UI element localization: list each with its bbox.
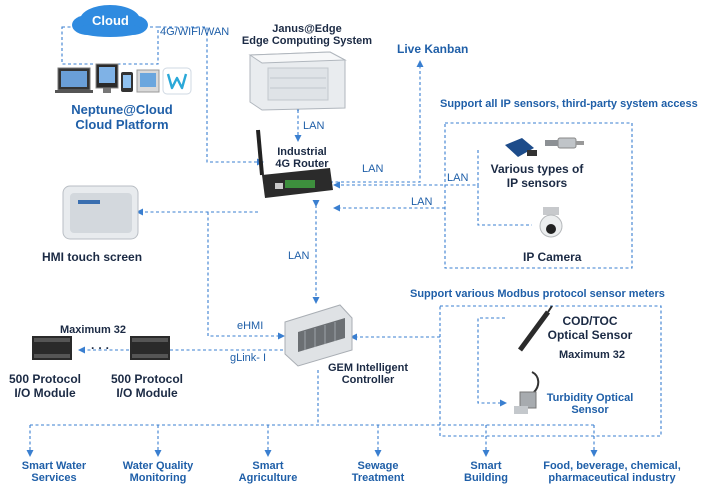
- cod-sensor-icon: [517, 305, 553, 352]
- cloud-icon: [72, 5, 148, 37]
- modbus-box: [439, 305, 662, 437]
- ip-sensor-device-icon: [505, 137, 584, 157]
- lan-kanban-label: LAN: [362, 163, 384, 175]
- cloud-router-link: [158, 26, 264, 166]
- hmi-screen-icon: [62, 185, 139, 240]
- lan-camera-label: LAN: [411, 196, 433, 208]
- devices-icon: [55, 63, 160, 93]
- gem-controller-icon: [284, 304, 353, 367]
- glink-label: gLink- I: [230, 352, 267, 364]
- modbus-title: Support various Modbus protocol sensor m…: [410, 288, 665, 300]
- ehmi-label: eHMI: [237, 320, 264, 332]
- w-logo-icon: [162, 67, 192, 95]
- ip-camera-title: IP Camera: [523, 250, 582, 264]
- lan-edge-label: LAN: [303, 120, 325, 132]
- cloud-badge: Cloud: [92, 13, 129, 28]
- io-module-icon: [32, 336, 72, 360]
- ip-camera-icon: [539, 207, 563, 238]
- cloud-link-label: 4G/WIFI/WAN: [160, 26, 230, 38]
- edge-server-icon: [248, 51, 347, 111]
- lan-controller-label: LAN: [288, 250, 310, 262]
- ip-sensor-box: [444, 122, 633, 269]
- router-icon: [256, 129, 333, 198]
- io-module-icon: [130, 336, 170, 360]
- ip-inner-link: [445, 184, 532, 226]
- lan-sensors-label: LAN: [447, 172, 469, 184]
- cloud-link-box: [61, 26, 159, 65]
- io-dots: · · ·: [91, 341, 110, 355]
- hmi-title: HMI touch screen: [42, 250, 143, 264]
- ip-section-title: Support all IP sensors, third-party syst…: [440, 98, 698, 110]
- application-item: Food, beverage, chemical,pharmaceutical …: [543, 460, 681, 484]
- io-maximum: Maximum 32: [60, 324, 127, 336]
- router-kanban-link: [330, 60, 424, 183]
- cod-maximum: Maximum 32: [559, 349, 626, 361]
- hmi-controller-link: [207, 212, 285, 340]
- kanban-label: Live Kanban: [397, 42, 469, 56]
- turbidity-sensor-icon: [514, 371, 540, 414]
- modbus-inner-link: [477, 317, 507, 407]
